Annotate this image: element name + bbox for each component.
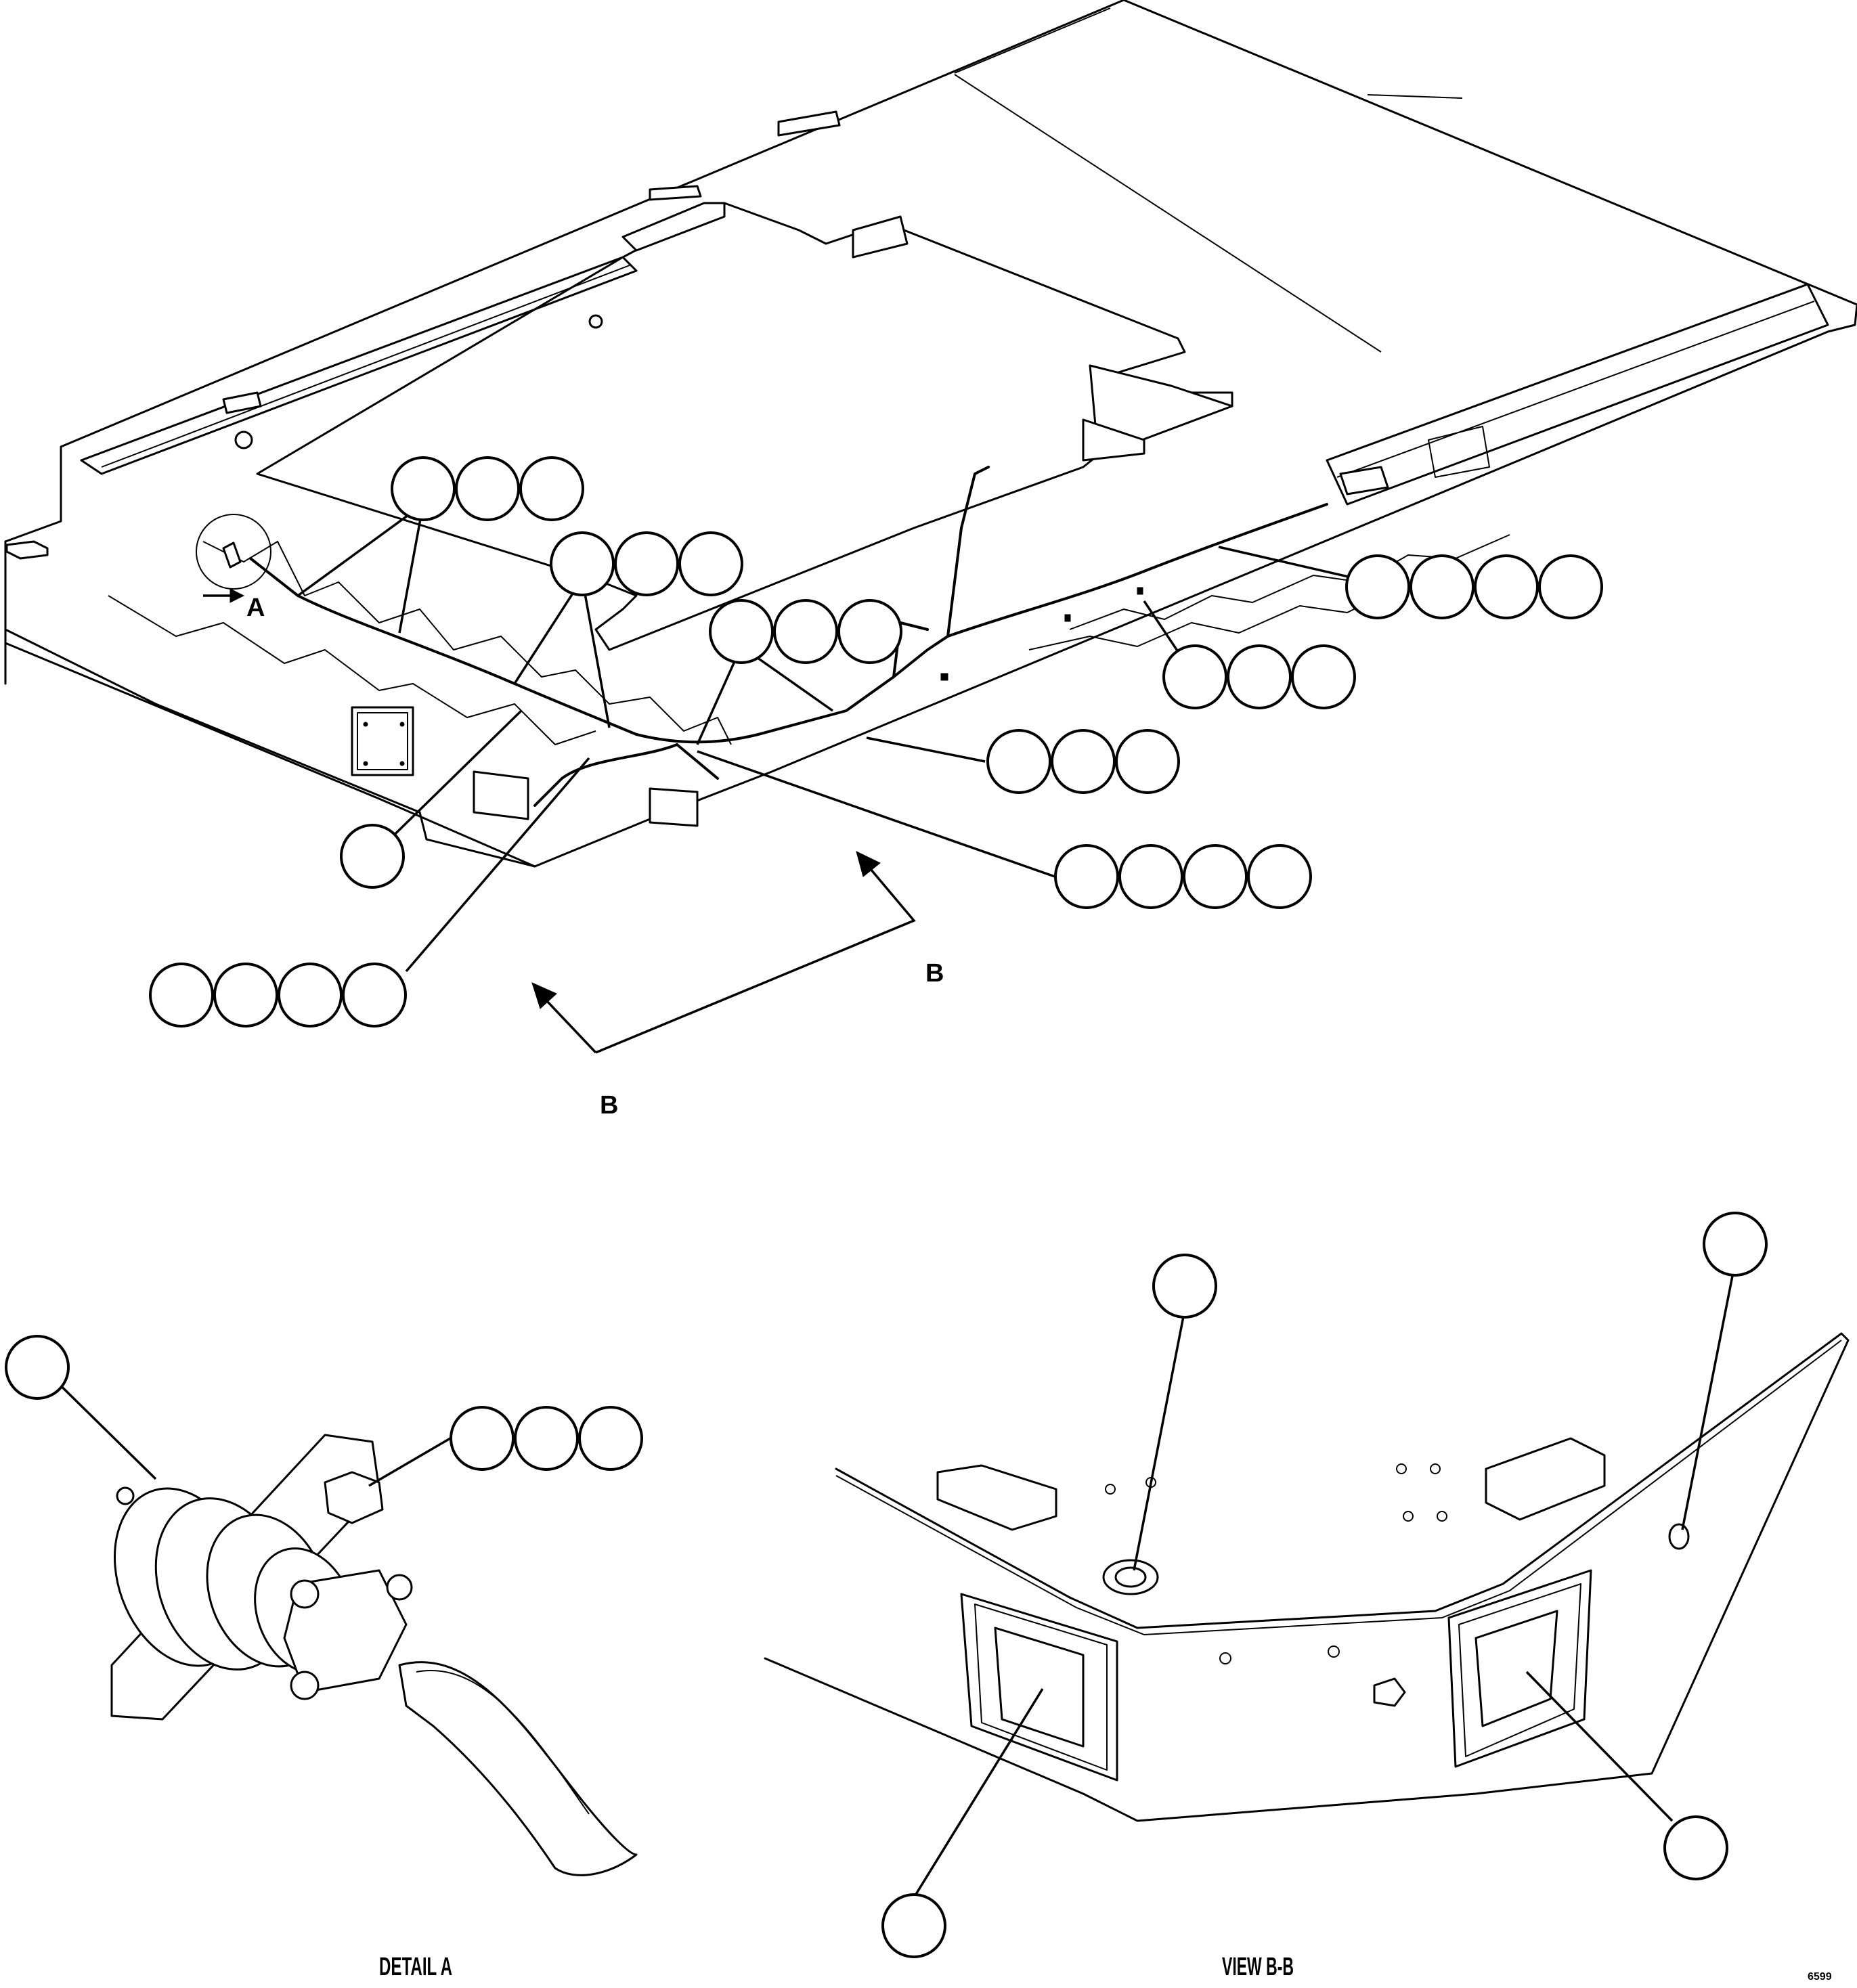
callout-detail-a-single bbox=[5, 1335, 70, 1400]
callout-group-1 bbox=[391, 456, 584, 521]
detail-a-ref: A bbox=[246, 594, 265, 622]
callout-view-bb-top bbox=[1152, 1254, 1217, 1319]
section-b-ref-left: B bbox=[600, 1091, 618, 1120]
callout-view-bb-bottom-right bbox=[1663, 1815, 1728, 1880]
detail-a-caption: DETAIL A bbox=[379, 1953, 452, 1981]
front-face bbox=[4, 540, 536, 868]
section-b-ref-right: B bbox=[925, 959, 944, 988]
view-bb-caption: VIEW B-B bbox=[1222, 1953, 1294, 1981]
callout-group-4 bbox=[1345, 554, 1603, 619]
callout-group-5 bbox=[1162, 644, 1356, 709]
callout-group-3 bbox=[709, 599, 902, 664]
detail-a-marker bbox=[196, 514, 271, 590]
callout-group-6 bbox=[986, 729, 1180, 794]
callout-single-1 bbox=[340, 824, 405, 889]
deck-outline bbox=[4, 0, 1857, 868]
callout-group-8 bbox=[149, 963, 407, 1028]
callout-group-2 bbox=[550, 531, 743, 596]
cable-harness bbox=[249, 503, 1328, 744]
view-bb: VIEW B-B bbox=[764, 1212, 1850, 1981]
callout-detail-a-group bbox=[450, 1406, 643, 1471]
break-line bbox=[202, 541, 732, 745]
hose bbox=[398, 1661, 638, 1876]
figure-number: 6599 bbox=[1808, 1971, 1832, 1983]
callout-group-7 bbox=[1054, 844, 1312, 909]
bumper-outline bbox=[764, 1332, 1850, 1822]
bolt-head bbox=[324, 1471, 384, 1524]
callout-view-bb-top-right bbox=[1703, 1212, 1768, 1277]
main-assembly-view: A B B bbox=[4, 0, 1857, 1120]
frame-block-left bbox=[621, 202, 726, 252]
right-rail bbox=[1326, 283, 1829, 506]
left-rail bbox=[80, 256, 638, 475]
callout-view-bb-bottom-left bbox=[881, 1893, 946, 1958]
detail-a-view: DETAIL A bbox=[5, 1335, 643, 1981]
right-tab bbox=[1339, 466, 1389, 495]
